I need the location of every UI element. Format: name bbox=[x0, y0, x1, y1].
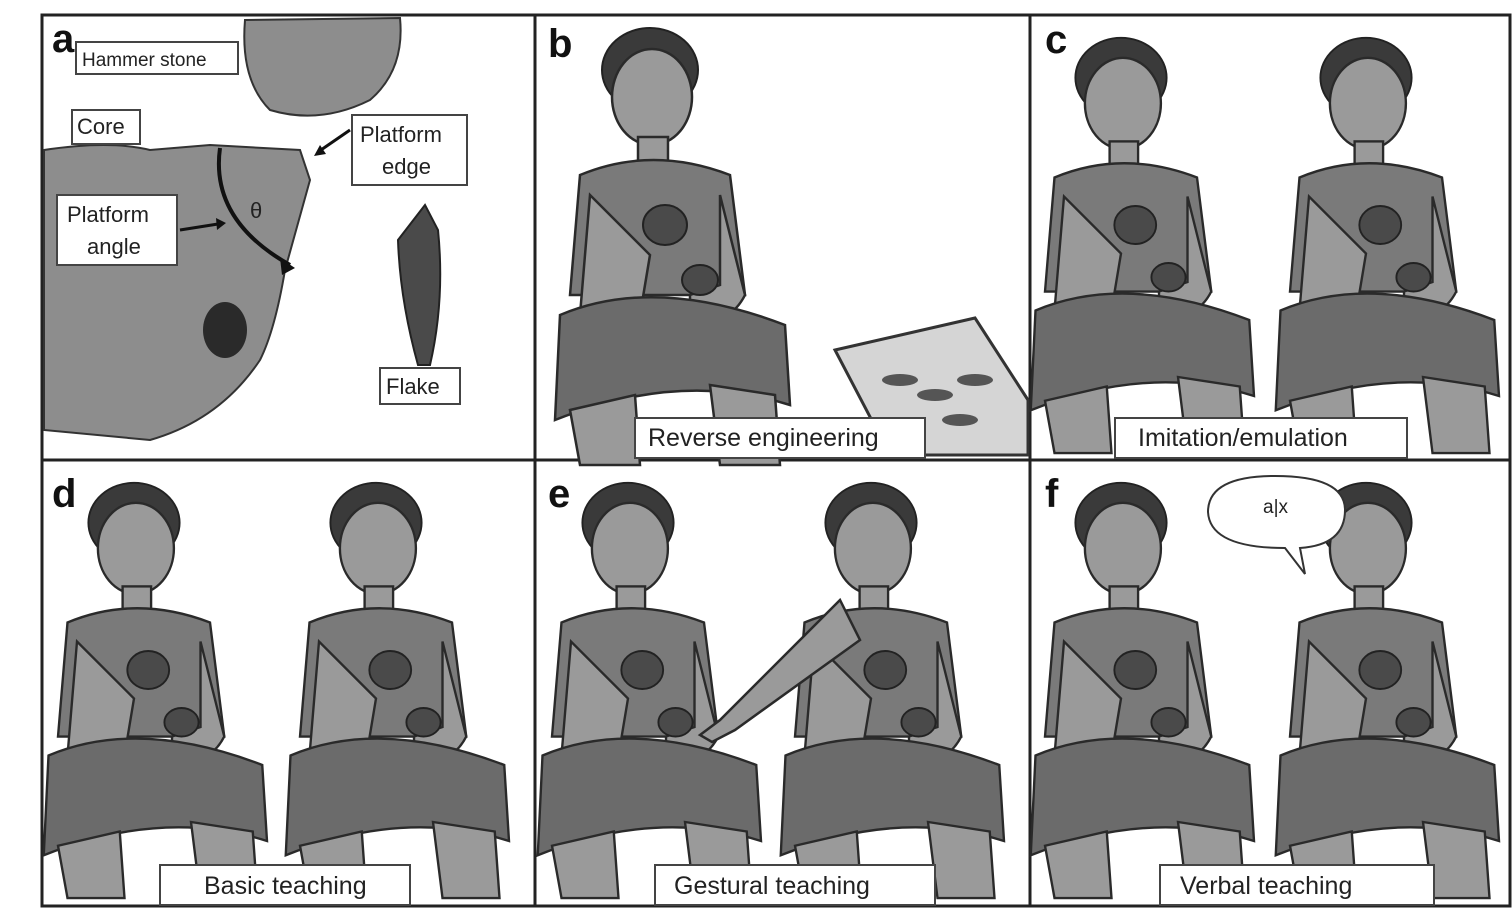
panel-e-letter: e bbox=[548, 472, 570, 516]
core-label: Core bbox=[77, 114, 125, 139]
observer-illustration bbox=[1031, 38, 1254, 453]
panel-b-letter: b bbox=[548, 22, 572, 66]
panel-b-caption: Reverse engineering bbox=[648, 424, 879, 452]
person-illustration bbox=[555, 28, 790, 465]
panel-f: a|x f Verbal teaching bbox=[1031, 472, 1499, 905]
panel-e: e Gestural teaching bbox=[538, 472, 1004, 905]
hammer-stone-label: Hammer stone bbox=[82, 50, 207, 71]
learner-illustration bbox=[44, 483, 267, 898]
theta-label: θ bbox=[250, 198, 262, 223]
panel-e-caption: Gestural teaching bbox=[674, 872, 870, 900]
core-hollow bbox=[203, 302, 247, 358]
flake-illustration bbox=[398, 205, 440, 365]
learner-illustration bbox=[538, 483, 761, 898]
speech-bubble bbox=[1208, 476, 1345, 574]
teacher-illustration bbox=[286, 483, 509, 898]
core-illustration bbox=[44, 145, 310, 440]
platform-angle-label-1: Platform bbox=[67, 202, 149, 227]
platform-edge-label-2: edge bbox=[382, 154, 431, 179]
platform-angle-label-2: angle bbox=[87, 234, 141, 259]
panel-c-caption: Imitation/emulation bbox=[1138, 424, 1348, 452]
hammer-stone-illustration bbox=[244, 18, 400, 116]
platform-edge-label-1: Platform bbox=[360, 122, 442, 147]
panel-c: c Imitation/emulation bbox=[1031, 18, 1499, 458]
flake-label: Flake bbox=[386, 374, 440, 399]
panel-d-caption: Basic teaching bbox=[204, 872, 367, 900]
learner-illustration bbox=[1031, 483, 1254, 898]
panel-c-letter: c bbox=[1045, 18, 1067, 62]
platform-edge-arrow bbox=[318, 130, 350, 152]
panel-d: d Basic teaching bbox=[44, 472, 509, 905]
panel-f-letter: f bbox=[1045, 472, 1059, 516]
panel-a-letter: a bbox=[52, 17, 75, 61]
speech-text: a|x bbox=[1263, 497, 1289, 518]
panel-a: a Hammer stone Core Platform edge Platfo… bbox=[44, 17, 467, 440]
panel-f-caption: Verbal teaching bbox=[1180, 872, 1352, 900]
panel-b: b Reverse engineering bbox=[548, 22, 1028, 465]
knapper-illustration bbox=[1276, 38, 1499, 453]
panel-d-letter: d bbox=[52, 472, 76, 516]
teacher-illustration bbox=[781, 483, 1004, 898]
